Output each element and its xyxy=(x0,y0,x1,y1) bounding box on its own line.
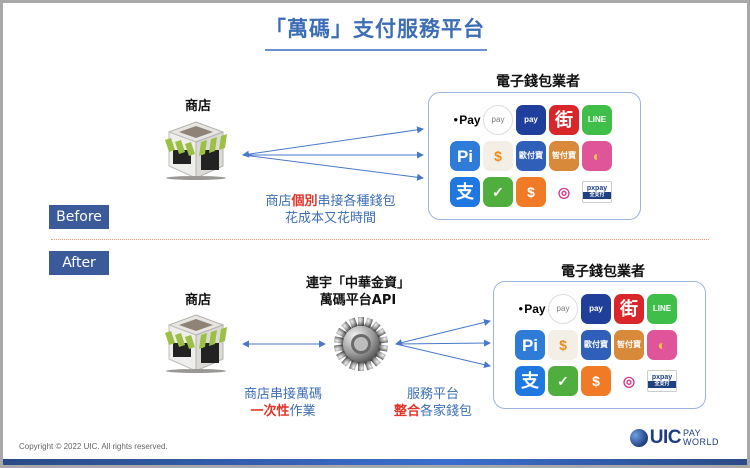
dollar-wallet-b-icon: $ xyxy=(516,177,546,207)
pay2go-icon: 智付寶 xyxy=(549,141,579,171)
after-wallet-box-title: 電子錢包業者 xyxy=(561,264,645,280)
slide: 「萬碼」支付服務平台 商店 xyxy=(3,3,747,465)
platform-label: 連宇「中華金資」 萬碼平台API xyxy=(305,276,410,308)
ezpay-icon: 歐付寶 xyxy=(516,141,546,171)
copyright: Copyright © 2022 UIC. All rights reserve… xyxy=(19,442,168,451)
dollar-wallet-a-icon: $ xyxy=(483,141,513,171)
page-title: 「萬碼」支付服務平台 xyxy=(265,17,485,41)
highlight-text: 個別 xyxy=(291,194,318,209)
highlight-text: 一次性 xyxy=(250,404,290,419)
store-icon xyxy=(165,121,227,180)
colorful-wallet-icon: ◎ xyxy=(614,366,644,396)
alipay-icon: 支 xyxy=(515,366,545,396)
uic-payworld-logo: UIC PAY WORLD xyxy=(629,427,719,449)
apple-logo-icon: ● xyxy=(518,304,524,313)
before-wallet-box-title: 電子錢包業者 xyxy=(496,74,580,90)
wechat-pay-icon: ✓ xyxy=(483,177,513,207)
after-tag: After xyxy=(49,251,109,275)
dollar-wallet-b-icon: $ xyxy=(581,366,611,396)
pi-wallet-icon: Pi xyxy=(450,141,480,171)
samsung-pay-icon: pay xyxy=(516,105,546,135)
jko-pay-icon: 街 xyxy=(614,294,644,324)
apple-logo-icon: ● xyxy=(453,115,459,124)
wechat-pay-icon: ✓ xyxy=(548,366,578,396)
ezpay-icon: 歐付寶 xyxy=(581,330,611,360)
before-store-label: 商店 xyxy=(184,99,211,114)
alipay-icon: 支 xyxy=(450,177,480,207)
section-divider xyxy=(51,239,709,240)
gear-icon xyxy=(333,317,389,371)
pink-wallet-icon: ◐ xyxy=(647,330,677,360)
title-underline xyxy=(265,49,487,51)
android-pay-icon: pay xyxy=(483,105,513,135)
samsung-pay-icon: pay xyxy=(581,294,611,324)
android-pay-icon: pay xyxy=(548,294,578,324)
dollar-wallet-a-icon: $ xyxy=(548,330,578,360)
after-store-label: 商店 xyxy=(184,293,211,308)
connection-arrows xyxy=(242,126,491,369)
colorful-wallet-icon: ◎ xyxy=(549,177,579,207)
before-tag: Before xyxy=(49,205,109,229)
pi-wallet-icon: Pi xyxy=(515,330,545,360)
line-pay-icon: LINE xyxy=(582,105,612,135)
line-pay-icon: LINE xyxy=(647,294,677,324)
highlight-text: 整合 xyxy=(393,404,420,419)
jko-pay-icon: 街 xyxy=(549,105,579,135)
before-note: 商店個別串接各種錢包 花成本又花時間 xyxy=(265,194,396,226)
store-icon xyxy=(165,314,227,373)
globe-icon xyxy=(629,429,648,447)
pay2go-icon: 智付寶 xyxy=(614,330,644,360)
pink-wallet-icon: ◐ xyxy=(582,141,612,171)
apple-pay-icon: ●Pay xyxy=(450,105,484,135)
apple-pay-icon: ●Pay xyxy=(515,294,549,324)
after-store-note: 商店串接萬碼 一次性作業 xyxy=(243,387,322,419)
footer-bar xyxy=(3,459,747,465)
after-platform-note: 服務平台 整合各家錢包 xyxy=(393,387,473,419)
